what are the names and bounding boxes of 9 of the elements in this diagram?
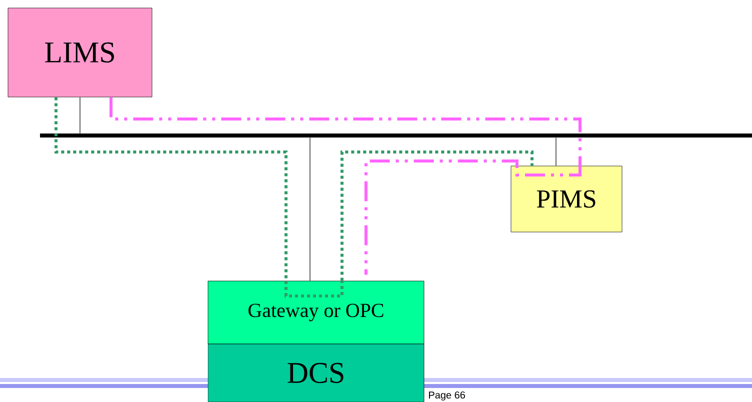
system-box: DCS <box>208 344 424 402</box>
system-box: LIMS <box>8 8 152 98</box>
connector-line <box>54 97 288 281</box>
connector-line <box>110 97 582 166</box>
connector-line <box>340 150 534 281</box>
connector-line <box>364 160 518 275</box>
network-bus <box>40 134 752 138</box>
gateway-box: Gateway or OPC <box>208 280 424 344</box>
system-box: PIMS <box>510 166 622 232</box>
